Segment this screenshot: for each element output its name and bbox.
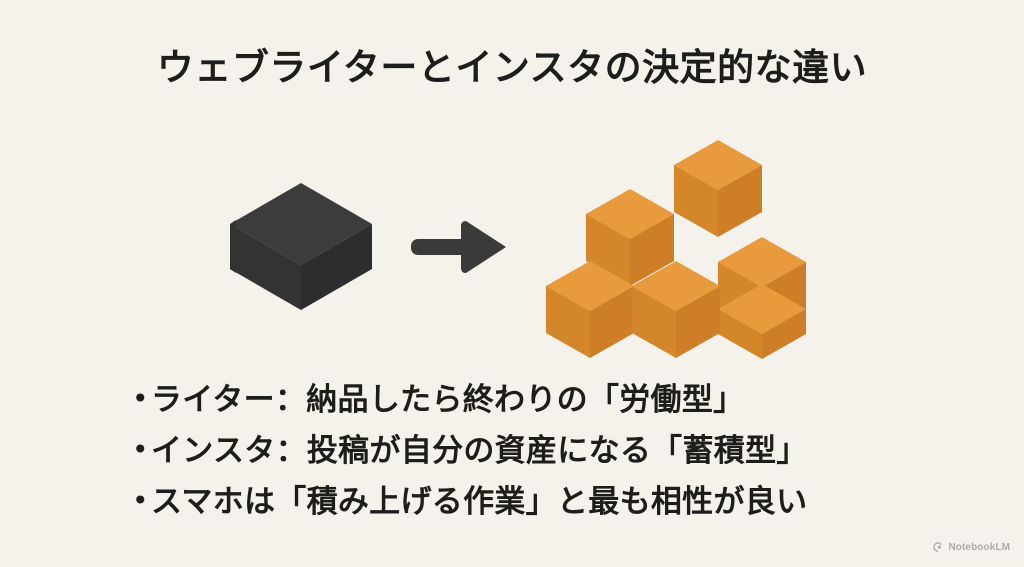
list-item: • ライター：納品したら終わりの「労働型」 — [132, 374, 922, 425]
notebooklm-logo-icon — [932, 538, 944, 557]
list-item-label: ライター：納品したら終わりの「労働型」 — [151, 382, 745, 418]
bullet-marker-icon: • — [132, 484, 149, 517]
bullet-marker-icon: • — [132, 433, 149, 466]
single-dark-cube — [230, 183, 372, 310]
list-item-label: スマホは「積み上げる作業」と最も相性が良い — [151, 484, 808, 520]
bullet-marker-icon: • — [132, 382, 149, 415]
list-item-label: インスタ：投稿が自分の資産になる「蓄積型」 — [151, 433, 808, 469]
rightward-arrow-icon — [411, 221, 506, 273]
watermark: NotebookLM — [932, 538, 1010, 557]
orange-cube-middle-left — [586, 189, 674, 286]
concept-illustration — [0, 118, 1024, 368]
bullet-list: • ライター：納品したら終わりの「労働型」 • インスタ：投稿が自分の資産になる… — [132, 374, 922, 527]
list-item: • スマホは「積み上げる作業」と最も相性が良い — [132, 476, 922, 527]
orange-cube-bottom-front — [632, 261, 720, 358]
page-title: ウェブライターとインスタの決定的な違い — [156, 46, 868, 89]
orange-cube-bottom-left — [546, 261, 634, 358]
stacked-orange-cubes — [546, 140, 806, 359]
list-item: • インスタ：投稿が自分の資産になる「蓄積型」 — [132, 425, 922, 476]
orange-cube-bottom-right — [718, 284, 806, 359]
orange-cube-top — [674, 140, 762, 237]
watermark-label: NotebookLM — [948, 542, 1010, 553]
